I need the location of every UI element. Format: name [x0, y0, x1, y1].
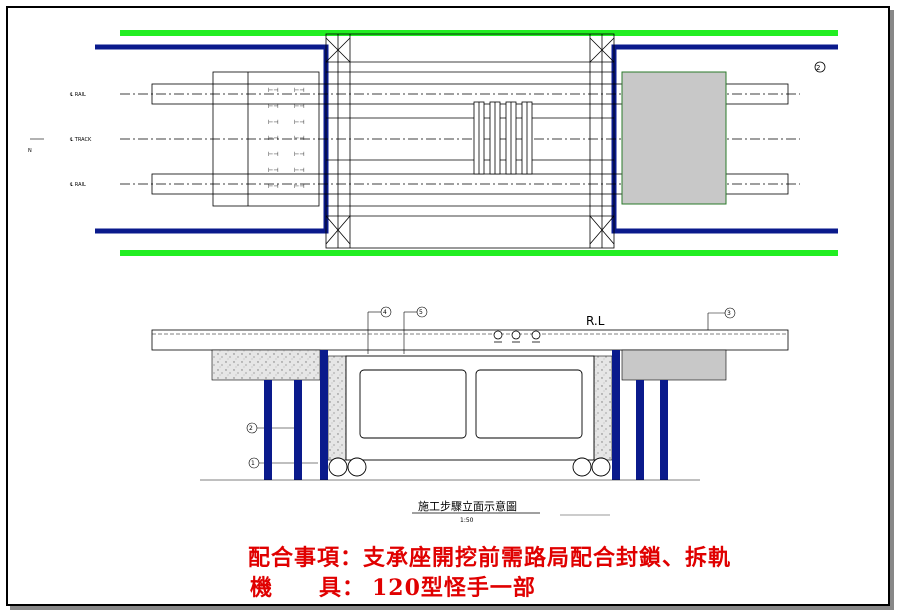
- bolt-marks: ⊢⊣ ⊢⊣ ⊢⊣ ⊢⊣ ⊢⊣ ⊢⊣ ⊢⊣ ⊢⊣ ⊢⊣ ⊢⊣ ⊢⊣ ⊢⊣ ⊢⊣ ⊢⊣: [268, 87, 304, 190]
- section-title: 施工步驟立面示意圖: [418, 499, 517, 513]
- centerline-label-3: ℄ RAIL: [70, 182, 86, 188]
- coordination-note: 配合事項：支承座開挖前需路局配合封鎖、拆軌: [248, 545, 732, 571]
- central-sleepers: [473, 101, 533, 175]
- bridge-frame-plan: [325, 33, 615, 249]
- deck-slab: [151, 329, 789, 351]
- rl-label: R.L: [586, 314, 605, 328]
- svg-text:⊢⊣: ⊢⊣: [268, 151, 278, 158]
- callout-2-plan: 2: [816, 64, 820, 72]
- plan-view: ℄ RAIL ℄ TRACK ℄ RAIL N ⊢⊣ ⊢⊣ ⊢⊣ ⊢⊣ ⊢⊣ ⊢⊣ ⊢…: [28, 30, 838, 256]
- rail-clips: [493, 330, 541, 343]
- svg-text:⊢⊣: ⊢⊣: [294, 135, 304, 142]
- equipment-note: 機 具：120型怪手一部: [250, 570, 536, 602]
- centerline-label-2: ℄ TRACK: [70, 137, 92, 143]
- gray-abutment-block-elev: [621, 349, 727, 381]
- centerline-label-1: ℄ RAIL: [70, 92, 86, 98]
- right-backfill: [593, 355, 613, 461]
- svg-text:⊢⊣: ⊢⊣: [268, 183, 278, 190]
- callout-1: 1: [251, 460, 255, 467]
- north-mark: N: [28, 148, 32, 154]
- svg-text:⊢⊣: ⊢⊣: [268, 135, 278, 142]
- callout-2: 2: [249, 425, 253, 432]
- equipment-value: 120型怪手一部: [372, 575, 536, 601]
- rollers: [328, 457, 611, 477]
- svg-text:⊢⊣: ⊢⊣: [268, 103, 278, 110]
- callout-5: 5: [419, 309, 423, 316]
- gray-abutment-block-plan: [621, 71, 727, 205]
- svg-text:⊢⊣: ⊢⊣: [294, 151, 304, 158]
- svg-text:⊢⊣: ⊢⊣: [268, 119, 278, 126]
- svg-text:⊢⊣: ⊢⊣: [294, 87, 304, 94]
- svg-text:⊢⊣: ⊢⊣: [268, 167, 278, 174]
- sheet-piles: [264, 350, 668, 480]
- box-culvert: [345, 355, 595, 461]
- left-concrete-fill: [211, 349, 321, 381]
- left-sleeper-frame: [212, 71, 320, 207]
- svg-text:⊢⊣: ⊢⊣: [294, 103, 304, 110]
- callout-3: 3: [727, 310, 731, 317]
- drawing-frame: [6, 6, 890, 606]
- svg-text:⊢⊣: ⊢⊣: [268, 87, 278, 94]
- elevation-view: R.L 4 5 3 2 1: [151, 306, 789, 524]
- left-backfill: [327, 355, 347, 461]
- svg-text:⊢⊣: ⊢⊣: [294, 167, 304, 174]
- callout-4: 4: [383, 309, 387, 316]
- svg-text:⊢⊣: ⊢⊣: [294, 183, 304, 190]
- equipment-label: 機 具：: [250, 575, 366, 601]
- green-boundary-top: [120, 30, 838, 36]
- green-boundary-bottom: [120, 250, 838, 256]
- section-scale: 1:50: [460, 517, 474, 524]
- svg-text:⊢⊣: ⊢⊣: [294, 119, 304, 126]
